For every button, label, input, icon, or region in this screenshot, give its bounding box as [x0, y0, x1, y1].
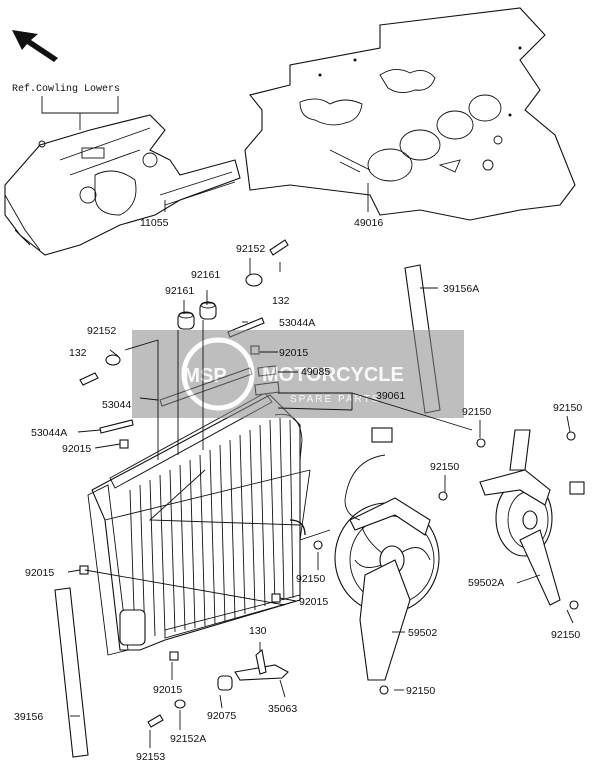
watermark-subtitle: SPARE PARTS: [290, 394, 380, 405]
label-92015-side: 92015: [25, 567, 54, 579]
strip-39156-part: [54, 587, 89, 758]
label-53044A-left: 53044A: [31, 427, 67, 439]
label-92152-top: 92152: [236, 243, 265, 255]
bolt-92150-c-part: [438, 491, 448, 501]
clip-92015-low-part: [271, 593, 281, 603]
rod-53044A-left-part: [99, 419, 134, 434]
front-arrow-icon: [12, 30, 58, 62]
leader-lines: [67, 183, 574, 748]
label-39156: 39156: [14, 711, 43, 723]
collar-92152-left-part: [105, 354, 121, 366]
label-53044: 53044: [102, 399, 131, 411]
reference-note: Ref.Cowling Lowers: [12, 83, 120, 95]
insulation-sheet-part: [244, 7, 576, 221]
cowling-lower-part: [4, 114, 241, 256]
bolt-92153-part: [147, 714, 164, 728]
bolt-132-left-part: [79, 372, 99, 386]
label-39156A: 39156A: [443, 283, 479, 295]
clip-92015-left-part: [119, 439, 129, 449]
label-92150-c: 92150: [430, 461, 459, 473]
bolt-92150-a-part: [476, 438, 486, 448]
label-53044A-top: 53044A: [279, 317, 315, 329]
watermark-title: MOTORCYCLE: [262, 364, 404, 386]
label-132-top: 132: [272, 295, 290, 307]
label-92015-bottom: 92015: [153, 684, 182, 696]
label-49085: 49085: [301, 366, 330, 378]
collar-92152-top-part: [245, 273, 263, 287]
label-130: 130: [249, 625, 267, 637]
label-35063: 35063: [268, 703, 297, 715]
radiator-fins: [129, 417, 294, 641]
label-92150-e: 92150: [551, 629, 580, 641]
label-39061: 39061: [376, 390, 405, 402]
label-92015-mid: 92015: [279, 347, 308, 359]
collar-92152A-part: [174, 699, 186, 709]
label-132-left: 132: [69, 347, 87, 359]
label-92161-b: 92161: [165, 285, 194, 297]
label-92150-d: 92150: [296, 573, 325, 585]
bolt-132-top-part: [269, 239, 289, 256]
label-92150-f: 92150: [406, 685, 435, 697]
grommet-92161-a-part: [177, 311, 195, 330]
grommet-92161-b-part: [199, 301, 217, 320]
radiator-part: [87, 392, 306, 656]
label-59502A: 59502A: [468, 577, 504, 589]
label-92075: 92075: [207, 710, 236, 722]
label-92153: 92153: [136, 751, 165, 763]
clip-92015-bottom-part: [169, 651, 179, 661]
watermark-badge: MSP: [183, 365, 226, 387]
fan-59502-part: [334, 427, 440, 681]
fan-59502A-part: [479, 429, 585, 606]
bolt-92150-b-part: [566, 431, 576, 441]
label-92015-left: 92015: [62, 443, 91, 455]
bolt-92150-d-part: [313, 540, 323, 550]
watermark: MSP MOTORCYCLE SPARE PARTS: [132, 330, 464, 418]
grommet-92075-part: [217, 675, 233, 691]
label-92161-a: 92161: [191, 269, 220, 281]
bolt-92150-f-part: [379, 685, 389, 695]
label-92150-a: 92150: [462, 406, 491, 418]
reference-bracket: [41, 96, 119, 130]
label-49016: 49016: [354, 217, 383, 229]
label-92152A: 92152A: [170, 733, 206, 745]
label-59502: 59502: [408, 627, 437, 639]
bolt-92150-e-part: [569, 600, 579, 610]
label-92150-b: 92150: [553, 402, 582, 414]
label-11055: 11055: [140, 217, 169, 229]
label-92015-low: 92015: [299, 596, 328, 608]
label-92152-left: 92152: [87, 325, 116, 337]
